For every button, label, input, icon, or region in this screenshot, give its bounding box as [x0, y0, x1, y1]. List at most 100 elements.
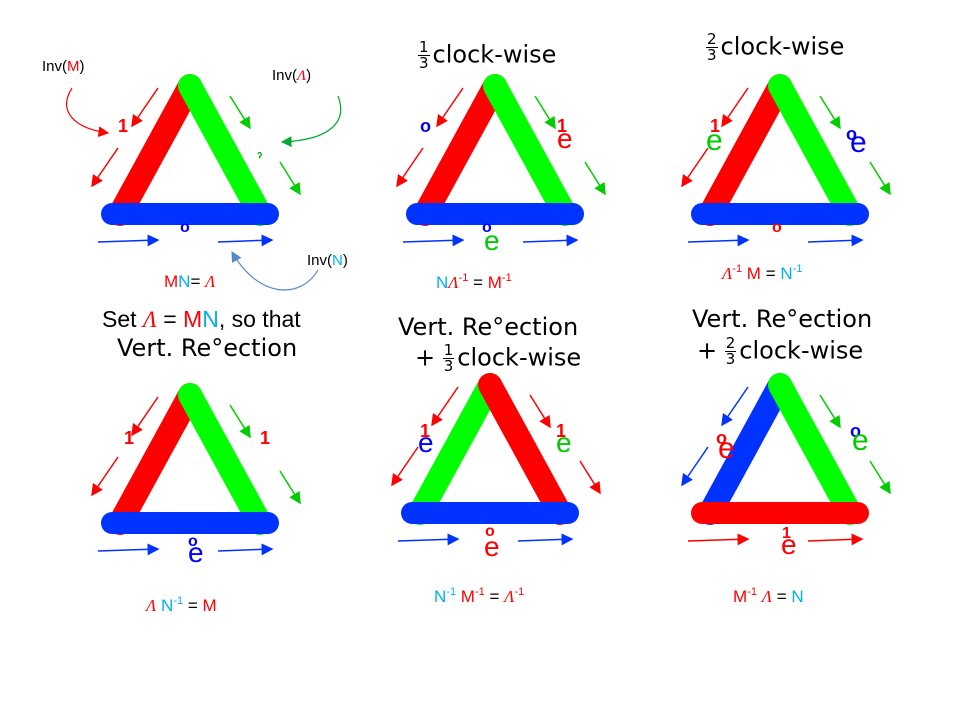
right-arrow [869, 460, 891, 495]
tri-identity [91, 74, 301, 247]
bottom-arrow [397, 533, 460, 546]
title-text: clock-wise [432, 40, 557, 69]
m-symbol: M [460, 587, 475, 606]
m-symbol: M [164, 272, 179, 291]
right-arrow [819, 394, 841, 429]
fraction-numerator: 1 [442, 341, 455, 359]
tri-rot-one-third [396, 74, 606, 247]
right-arrow [869, 161, 891, 196]
right-side [178, 383, 272, 535]
n-symbol: N [161, 596, 174, 615]
equation-mn-lambda: MN= Λ [164, 272, 215, 292]
title-vert-reflection-left: Vert. Re°ection [117, 334, 297, 362]
vertex-marker: ˀ [257, 149, 262, 165]
lambda-symbol: Λ [448, 273, 459, 292]
vertex-marker: e [188, 537, 204, 568]
superscript: -1 [474, 586, 485, 598]
title-text: clock-wise [457, 343, 582, 372]
inv-m-label: Inv(M) [42, 58, 85, 75]
n-symbol: N [436, 273, 449, 292]
bottom-arrow [97, 543, 160, 556]
equals-sign: = [489, 587, 500, 606]
vertex-marker: e [852, 424, 869, 457]
tri-vert-reflection [91, 383, 301, 556]
left-arrow [396, 147, 424, 188]
inv-lambda-curve [280, 95, 342, 147]
vertex-marker: e [484, 225, 500, 256]
vertex-marker: 1 [420, 421, 430, 441]
bottom-arrow [807, 234, 864, 247]
left-side [108, 383, 202, 535]
vertex-marker: e [418, 427, 434, 458]
vertex-marker: o [485, 523, 495, 540]
plus-sign: + [415, 343, 436, 372]
left-arrow [431, 386, 459, 427]
vertex-marker: o [716, 428, 727, 448]
m-symbol: M [202, 596, 217, 615]
title-text: clock-wise [739, 336, 864, 365]
title-vert-reflection-right: Vert. Re°ection [692, 305, 872, 333]
left-arrow [391, 446, 419, 487]
right-side [483, 74, 577, 226]
right-arrow [229, 95, 251, 130]
left-side [408, 373, 502, 525]
right-arrow [279, 470, 301, 505]
m-symbol: M [746, 264, 761, 283]
fraction-denominator: 3 [725, 350, 736, 368]
inv-n-suffix: ) [342, 252, 348, 269]
right-arrow [229, 404, 251, 439]
equals-sign: = [190, 272, 201, 291]
title-text: clock-wise [720, 32, 845, 61]
lambda-symbol: Λ [722, 264, 733, 283]
vertex-marker: e [718, 432, 735, 465]
vertex-marker: e [484, 531, 500, 562]
inv-lambda-var: Λ [297, 68, 307, 84]
title-text: Vert. Re°ection [117, 334, 298, 362]
title-text: Vert. Re°ection [692, 305, 873, 333]
equation-lambda-inv-m: Λ-1 M = N-1 [722, 263, 802, 284]
m-symbol: M [487, 273, 502, 292]
vertex-marker: e [557, 123, 573, 154]
equals-sign: = [776, 587, 787, 606]
inv-n-var: N [332, 252, 343, 269]
n-symbol: N [202, 306, 219, 332]
superscript: -1 [458, 272, 469, 284]
left-arrow [91, 147, 119, 188]
right-arrow [584, 161, 606, 196]
right-arrow [534, 95, 556, 130]
vertex-marker: o [180, 219, 190, 236]
vertex-marker: e [556, 427, 572, 458]
tri-refl-rot-two-thirds [681, 373, 891, 546]
bottom-arrow [517, 533, 574, 546]
left-arrow [721, 87, 749, 128]
right-arrow [529, 394, 551, 429]
fraction-denominator: 3 [443, 357, 454, 375]
superscript: -1 [747, 586, 757, 598]
set-rest: , so that [218, 306, 301, 332]
left-side [108, 74, 202, 226]
vertex-marker: o [188, 533, 198, 550]
inv-m-var: M [67, 58, 80, 75]
lambda-symbol: Λ [146, 596, 157, 615]
right-side [768, 373, 862, 525]
equation-lambda-n-inv: Λ N-1 = M [146, 595, 217, 616]
vertex-marker: 1 [710, 116, 720, 136]
n-symbol: N [434, 587, 447, 606]
left-arrow [131, 87, 159, 128]
superscript: -1 [792, 263, 803, 275]
left-arrow [681, 446, 709, 487]
vertex-marker: e [850, 126, 867, 159]
lambda-symbol: Λ [504, 587, 515, 606]
equation-n-inv-m-inv: N-1 M-1 = Λ-1 [434, 586, 524, 607]
left-arrow [436, 87, 464, 128]
vertex-marker: 1 [556, 421, 566, 441]
bottom-arrow [522, 234, 579, 247]
superscript: -1 [514, 586, 525, 598]
lambda-symbol: Λ [142, 307, 157, 332]
